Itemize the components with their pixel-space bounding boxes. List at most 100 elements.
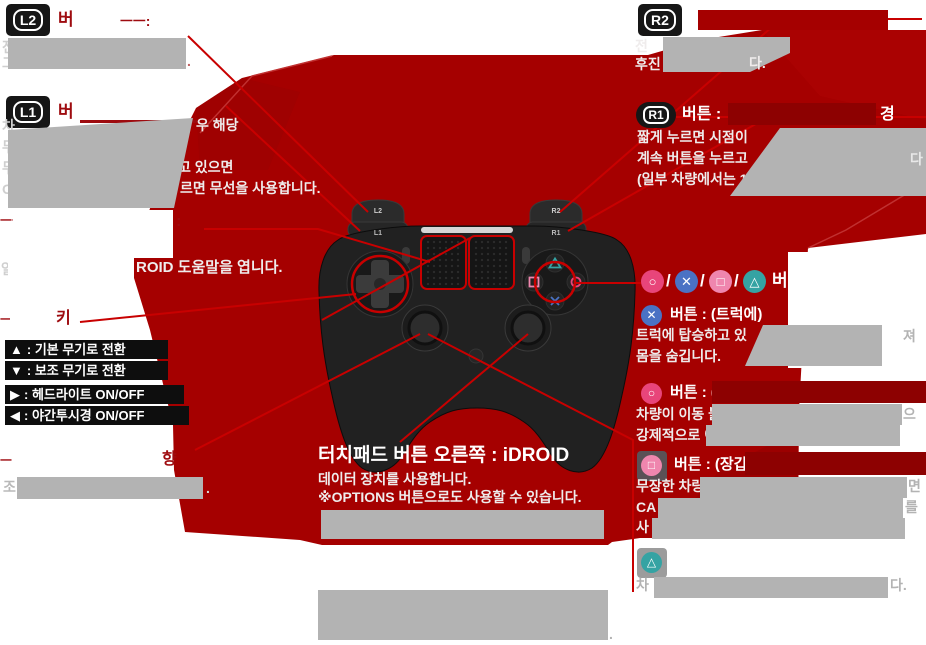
l1-title-remnant-bar bbox=[80, 120, 198, 123]
touchpad-left-body-text: ROID 도움말을 엽니다. bbox=[136, 259, 283, 276]
touchpad-left-title-colon: : bbox=[176, 213, 182, 230]
left-arrow-icon: ◀ bbox=[10, 408, 20, 423]
blob-facet bbox=[762, 30, 926, 120]
dpad-item-label: : 야간투시경 ON/OFF bbox=[24, 408, 145, 423]
dpad-title-fragment: 키 bbox=[56, 310, 71, 327]
touchpad-texture bbox=[425, 240, 462, 285]
dpad-item-nightvision: ◀ : 야간투시경 ON/OFF bbox=[5, 406, 189, 425]
l1-badge: L1 bbox=[6, 96, 50, 128]
right-stick-top bbox=[510, 310, 546, 346]
down-arrow-icon: ▼ bbox=[10, 363, 23, 378]
square-entry-fragment: 를 bbox=[905, 499, 918, 515]
l2-badge: L2 bbox=[6, 4, 50, 36]
r1-bumper-label: R1 bbox=[552, 230, 561, 237]
redaction-box-darkred bbox=[745, 452, 926, 475]
l2-body-dot-fragment: . bbox=[187, 53, 191, 69]
r1-body-line2: 계속 버튼을 누르고 bbox=[637, 150, 748, 166]
redaction-box-darkred bbox=[728, 103, 876, 125]
square-entry-line1: 무장한 차량 bbox=[636, 478, 705, 494]
redaction-box-white bbox=[8, 258, 134, 278]
r1-title-fragment: 버튼 : bbox=[682, 106, 722, 123]
l1-body-fragment: 우 해당 bbox=[196, 117, 239, 133]
l2-title-fragment: 버 bbox=[58, 10, 74, 29]
l1-body-fragment: O bbox=[2, 181, 13, 197]
circle-entry-fragment: 으 bbox=[903, 406, 916, 422]
r2-body-fragment: 전 bbox=[635, 38, 648, 54]
redaction-box-darkred bbox=[712, 381, 926, 403]
square-entry-line2: CA bbox=[636, 499, 657, 515]
square-button-icon: □ bbox=[641, 455, 662, 476]
square-entry-label: 버튼 : (장갑 bbox=[674, 456, 748, 473]
dpad-item-secondary-weapon: ▼: 보조 무기로 전환 bbox=[5, 361, 168, 380]
left-stick-title-mark: ㅡ bbox=[0, 453, 12, 468]
redaction-box-red bbox=[698, 10, 888, 30]
cross-button-icon: ✕ bbox=[641, 305, 662, 326]
triangle-entry-fragment: 다. bbox=[890, 577, 907, 593]
r1-body-line1: 짧게 누르면 시점이 bbox=[637, 129, 748, 145]
l2-badge-label: L2 bbox=[12, 9, 44, 31]
r2-trigger-label: R2 bbox=[552, 208, 561, 215]
dpad-item-label: : 기본 무기로 전환 bbox=[26, 342, 126, 357]
r1-badge-label: R1 bbox=[643, 106, 669, 124]
l1-title-fragment: 버 bbox=[58, 102, 74, 121]
r2-body-tail-fragment: 다. bbox=[749, 55, 766, 71]
redaction-box-white bbox=[12, 450, 160, 472]
cross-entry-line1: 트럭에 탑승하고 있 bbox=[636, 327, 747, 343]
l1-body-fragment: 고 있으면 bbox=[178, 159, 234, 175]
blob-accent-line bbox=[199, 55, 333, 134]
left-stick-body-fragment: 조 bbox=[3, 479, 16, 495]
redaction-box-gray bbox=[706, 425, 900, 446]
redaction-box-gray bbox=[318, 590, 608, 640]
square-glyph bbox=[528, 276, 540, 288]
r2-badge: R2 bbox=[638, 4, 682, 36]
touchpad-right-title: 터치패드 버튼 오른쪽 : iDROID bbox=[318, 445, 570, 466]
redaction-box-gray bbox=[700, 477, 907, 498]
cross-entry-fragment: 져 bbox=[903, 328, 916, 344]
blob-accent-line bbox=[807, 181, 926, 249]
cross-entry-line2: 몸을 숨깁니다. bbox=[636, 348, 722, 364]
controller: L2 R2 L1 R1 bbox=[318, 199, 636, 473]
cross-button-icon: ✕ bbox=[675, 270, 698, 293]
l2-trigger-label: L2 bbox=[374, 208, 382, 215]
dpad-item-primary-weapon: ▲: 기본 무기로 전환 bbox=[5, 340, 168, 359]
light-bar bbox=[421, 227, 513, 233]
left-stick-title-fragment: 향 bbox=[162, 451, 177, 468]
redaction-box-gray bbox=[8, 38, 186, 69]
blob-facet bbox=[196, 78, 300, 170]
redaction-box-white bbox=[13, 210, 173, 258]
redaction-box-gray bbox=[658, 498, 903, 519]
redaction-box-gray bbox=[652, 518, 905, 539]
dpad-item-label: : 헤드라이트 ON/OFF bbox=[24, 387, 145, 402]
right-arrow-icon: ▶ bbox=[10, 387, 20, 402]
circle-button-icon: ○ bbox=[641, 270, 664, 293]
header-slash: / bbox=[700, 271, 705, 290]
bottom-caption-dot: . bbox=[609, 626, 613, 642]
callout-lines bbox=[79, 18, 926, 592]
r2-badge-label: R2 bbox=[644, 9, 676, 31]
triangle-button-icon: △ bbox=[743, 270, 766, 293]
r2-body-fragment: 후진 bbox=[635, 56, 661, 72]
redaction-box-gray bbox=[712, 404, 902, 425]
r1-badge: R1 bbox=[636, 102, 676, 128]
l2-title-tail-fragment: ㅡㅡ: bbox=[120, 13, 151, 29]
square-entry-line3: 사 bbox=[636, 519, 649, 535]
touchpad-right-line1: 데이터 장치를 사용합니다. bbox=[318, 471, 472, 487]
redaction-box-gray bbox=[654, 577, 888, 598]
redaction-box-gray bbox=[321, 510, 604, 539]
options-button bbox=[522, 247, 530, 264]
redaction-box-gray bbox=[17, 477, 203, 499]
l1-bumper-label: L1 bbox=[374, 230, 382, 237]
header-slash: / bbox=[734, 271, 739, 290]
redaction-box-gray bbox=[8, 118, 193, 208]
up-arrow-icon: ▲ bbox=[10, 342, 23, 357]
r2-trigger bbox=[529, 199, 583, 225]
l1-body-fragment: 르면 무선을 사용합니다. bbox=[180, 180, 321, 196]
dpad-title-mark: ㅡ bbox=[0, 312, 12, 327]
circle-button-icon: ○ bbox=[641, 383, 662, 404]
dpad-highlight-circle bbox=[350, 254, 410, 314]
touchpad-texture bbox=[473, 240, 510, 285]
triangle-button-icon: △ bbox=[641, 552, 662, 573]
header-slash: / bbox=[666, 271, 671, 290]
square-entry-fragment: 면 bbox=[908, 478, 921, 494]
